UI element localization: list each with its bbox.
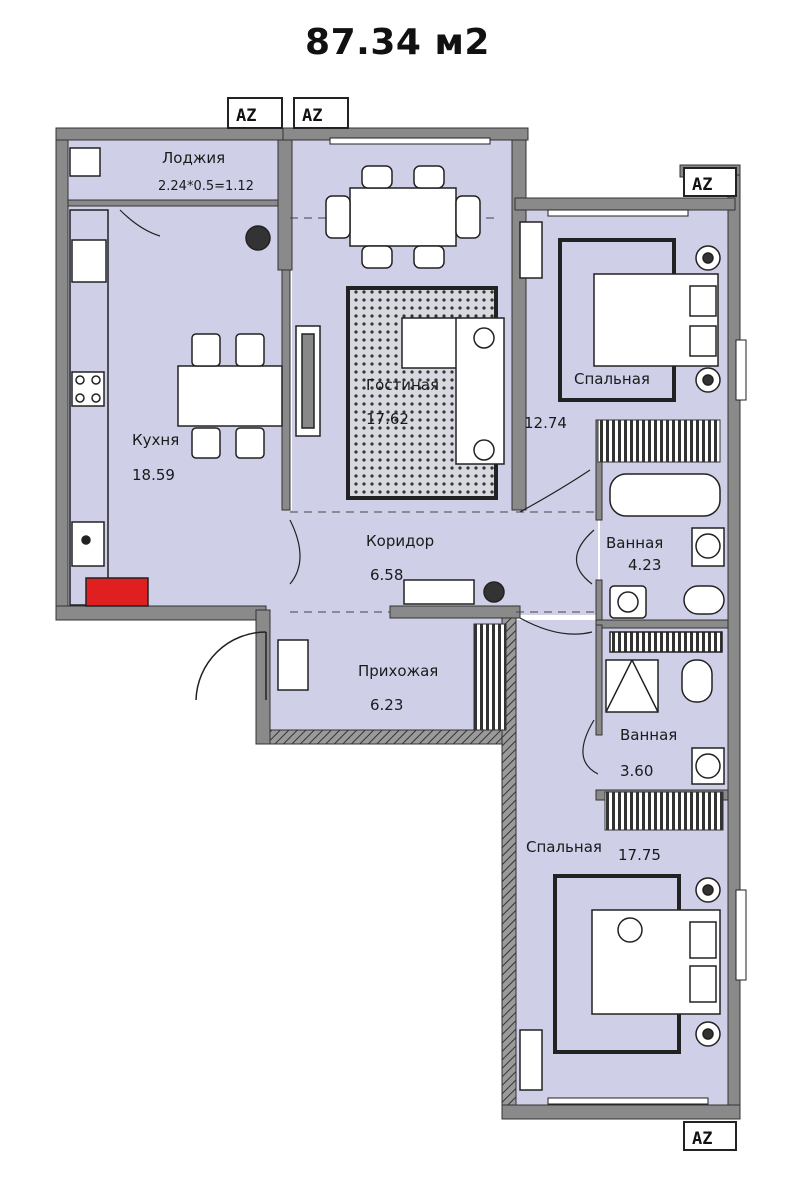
loggia-name: Лоджия xyxy=(162,149,225,167)
bath2-fixtures xyxy=(605,631,725,785)
bedroom2-name: Спальная xyxy=(526,838,602,856)
kitchen-table-icon xyxy=(177,365,283,427)
living-furniture xyxy=(295,165,505,500)
kitchen-furniture xyxy=(69,147,283,607)
bedroom2-furniture xyxy=(519,874,721,1091)
room-labels: Лоджия 2.24*0.5=1.12 Кухня 18.59 Гостина… xyxy=(132,149,677,864)
bath2-name: Ванная xyxy=(620,726,677,744)
toilet2-icon xyxy=(681,659,713,703)
bath1-name: Ванная xyxy=(606,534,663,552)
bath1-area: 4.23 xyxy=(628,556,661,574)
corridor-cabinet-icon xyxy=(403,579,475,605)
badge-a4: AZ xyxy=(692,1129,712,1149)
living-name: Гостиная xyxy=(366,376,439,394)
window-badges: AZ AZ AZ AZ xyxy=(227,97,747,1151)
kitchen-area: 18.59 xyxy=(132,466,175,484)
bedroom1-name: Спальная xyxy=(574,370,650,388)
shower-icon xyxy=(605,659,659,713)
living-area: 17.62 xyxy=(366,410,409,428)
bath1-fixtures xyxy=(609,473,725,619)
bathtub-icon xyxy=(609,473,721,517)
walls xyxy=(55,127,741,1120)
bath2-area: 3.60 xyxy=(620,762,653,780)
hall-name: Прихожая xyxy=(358,662,438,680)
hall-area: 6.23 xyxy=(370,696,403,714)
bedroom1-area: 12.74 xyxy=(524,414,567,432)
hall-furniture xyxy=(195,579,505,701)
bedroom2-area: 17.75 xyxy=(618,846,661,864)
kitchen-name: Кухня xyxy=(132,431,179,449)
plant-icon xyxy=(245,225,271,251)
hall-bench-icon xyxy=(277,639,309,691)
toilet1-icon xyxy=(683,585,725,615)
living-table-icon xyxy=(349,187,457,247)
badge-a3: AZ xyxy=(692,175,712,195)
total-area-title: 87.34 м2 xyxy=(305,22,490,63)
door-swings xyxy=(119,209,599,775)
corridor-area: 6.58 xyxy=(370,566,403,584)
badge-a2: AZ xyxy=(302,106,322,126)
bedroom1-furniture xyxy=(519,221,721,402)
corridor-name: Коридор xyxy=(366,532,434,550)
badge-a1: AZ xyxy=(236,106,256,126)
loggia-area: 2.24*0.5=1.12 xyxy=(158,179,254,194)
radiator-icon xyxy=(85,577,149,607)
loggia-floor xyxy=(68,140,283,208)
